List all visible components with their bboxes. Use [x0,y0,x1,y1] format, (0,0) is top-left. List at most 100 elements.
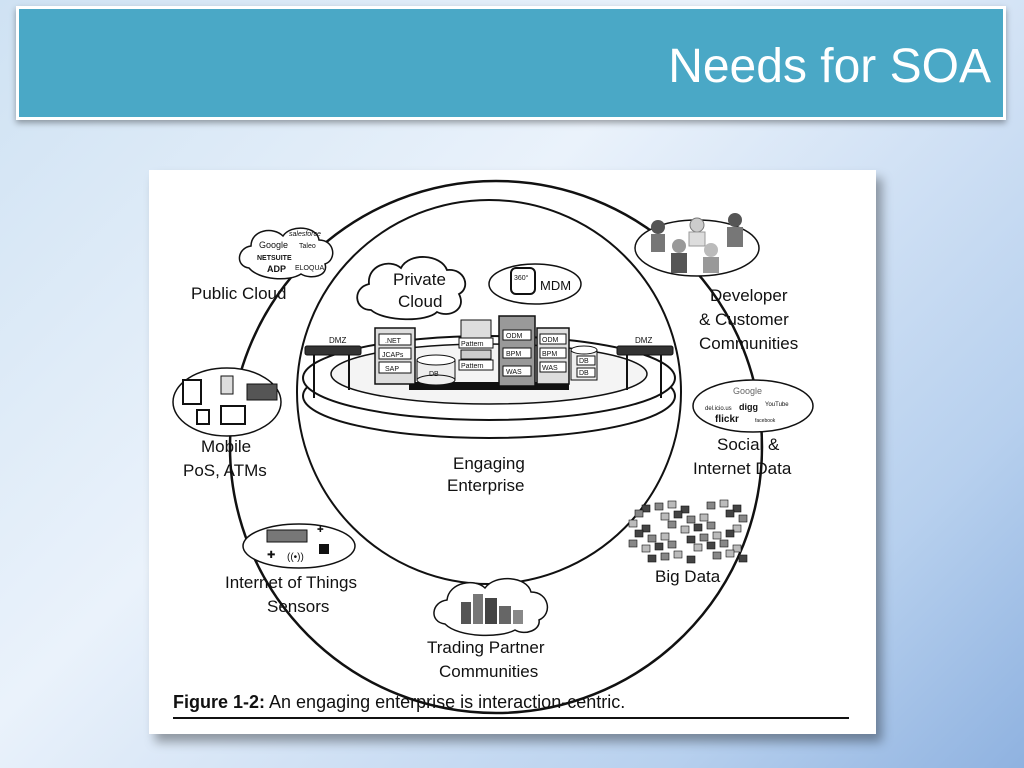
private-cloud-label-1: Private [393,270,446,289]
tablet-icon [182,379,202,405]
data-cube [667,520,677,529]
logo-delicious: del.icio.us [705,406,732,412]
data-cube [693,543,703,552]
dmz-left-label: DMZ [329,336,346,345]
pattern-servers: Pattern Pattern [458,319,494,371]
sensor-plus-icon-2: ✚ [317,525,324,534]
logo-youtube: YouTube [765,402,789,408]
engaging-label-2: Enterprise [447,476,524,495]
data-cube [641,544,651,553]
logo-google: Google [259,240,288,250]
data-cube [641,504,651,513]
data-cube [686,515,696,524]
pattern-label-2: Pattern [461,363,484,370]
data-cube [712,531,722,540]
trading-partner-cloud [433,577,549,637]
wireless-icon: ((•)) [287,552,304,563]
data-cube [686,555,696,564]
pattern-label-1: Pattern [461,341,484,348]
atm-icon [220,405,246,425]
social-label-2: Internet Data [693,459,792,478]
pos-register-icon [246,383,278,401]
slide-title-bar: Needs for SOA [16,6,1006,120]
data-cube [673,550,683,559]
developer-people-icons [634,213,760,277]
mid-odm-label: ODM [506,333,523,340]
mdm-badge: 360° [514,274,529,282]
data-cube [641,524,651,533]
data-cube [680,525,690,534]
data-cube [654,502,664,511]
right-odm-label: ODM [542,337,559,344]
server-stack-right: ODM BPM WAS [536,327,570,385]
data-cube [725,529,735,538]
data-cube [654,542,664,551]
logo-digg: digg [739,402,758,412]
data-cube [667,500,677,509]
iot-sensors-bubble: ✚ ((•)) ✚ [242,523,356,569]
iot-label-1: Internet of Things [225,573,357,592]
outer-circle [228,179,764,715]
big-data-cube-cluster [628,499,748,564]
developer-label-1: Developer [710,286,788,305]
data-cube [706,521,716,530]
server-label-sap: SAP [385,366,399,373]
developer-label-3: Communities [699,334,798,353]
data-cube [706,541,716,550]
logo-netsuite: NETSUITE [257,255,292,262]
soa-diagram: DMZ DMZ .NET JCAPs SAP DB [172,179,814,715]
logo-adp: ADP [267,264,286,274]
data-cube [660,512,670,521]
data-cube [725,549,735,558]
mdm-360-icon [510,267,536,295]
data-cube [719,499,729,508]
mobile-label-2: PoS, ATMs [183,461,267,480]
data-cube [699,513,709,522]
data-cube [693,523,703,532]
big-data-label: Big Data [655,567,721,586]
data-cube [628,519,638,528]
right-was-label: WAS [542,365,558,372]
data-cube [686,535,696,544]
mobile-devices-bubble [172,367,282,437]
data-cube [680,505,690,514]
db-right-label-2: DB [579,370,589,377]
trading-label-1: Trading Partner [427,638,545,657]
sensor-plus-icon-1: ✚ [267,550,275,561]
logo-salesforce: salesforce [289,231,321,238]
engaging-label-1: Engaging [453,454,525,473]
data-cube [634,509,644,518]
logo-taleo: Taleo [299,243,316,250]
public-cloud-bubble: Google salesforce Taleo NETSUITE ADP ELO… [238,227,334,280]
db-right-label-1: DB [579,358,589,365]
logo-facebook: facebook [755,418,776,424]
social-logos-bubble: Google del.icio.us digg YouTube flickr f… [692,379,814,433]
device-icon [196,409,210,425]
figure-image: DMZ DMZ .NET JCAPs SAP DB [149,170,876,734]
dmz-left-device: DMZ [304,336,362,398]
mobile-label-1: Mobile [201,437,251,456]
server-stack-mid: ODM BPM WAS [498,315,536,387]
data-cube [660,552,670,561]
figure-caption-prefix: Figure 1-2: [173,692,266,712]
server-label-net: .NET [385,338,402,345]
private-cloud-label-2: Cloud [398,292,442,311]
mid-was-label: WAS [506,369,522,376]
sensor-device-icon [266,529,308,543]
iot-label-2: Sensors [267,597,329,616]
data-cube [673,510,683,519]
logo-eloqua: ELOQUA [295,265,325,272]
data-cube [667,540,677,549]
data-cube [634,529,644,538]
phone-icon [220,375,234,395]
data-cube [738,554,748,563]
db-left-label: DB [429,371,439,378]
data-cube [647,534,657,543]
data-cube [719,539,729,548]
data-cube [732,504,742,513]
data-cube [738,514,748,523]
dmz-right-device: DMZ [616,336,674,398]
trading-label-2: Communities [439,662,538,681]
server-label-jcaps: JCAPs [382,352,404,359]
mdm-label: MDM [540,278,571,293]
